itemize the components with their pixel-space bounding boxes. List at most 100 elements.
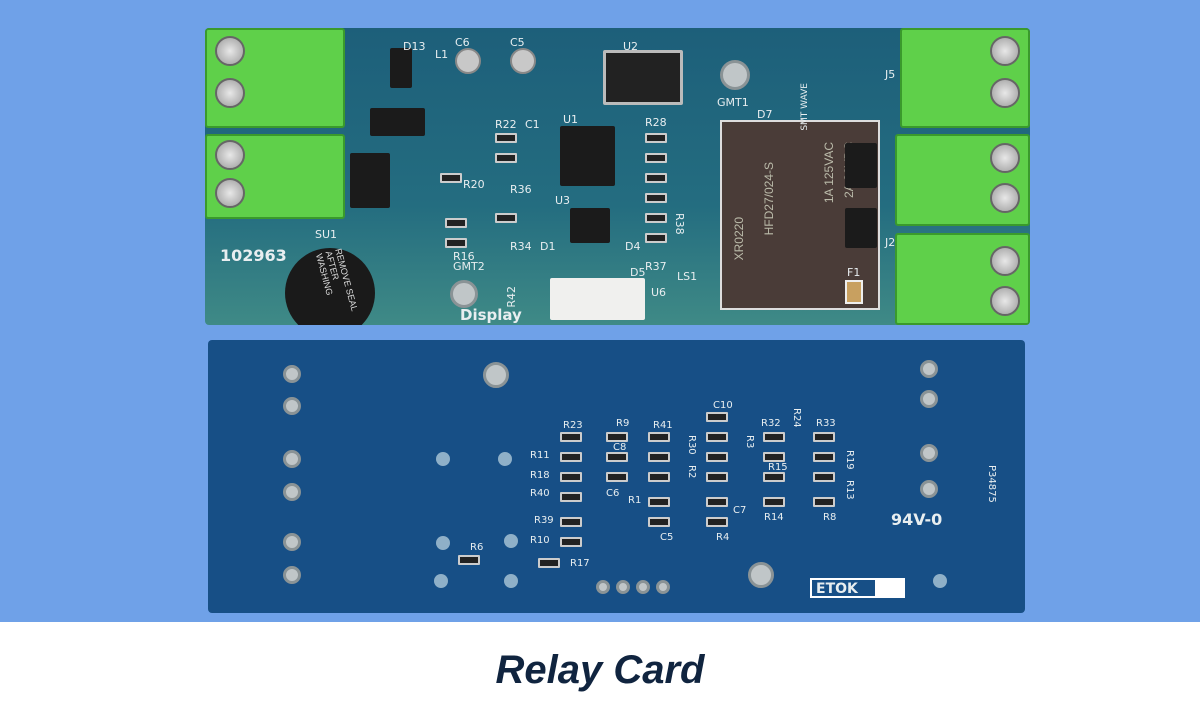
resistor <box>606 432 628 442</box>
display-label: Display <box>460 306 522 324</box>
ref-label: R10 <box>530 535 550 546</box>
ref-label: U6 <box>651 286 667 299</box>
solder-pad <box>920 444 938 462</box>
via <box>504 534 518 548</box>
mounting-hole <box>450 280 478 308</box>
solder-pad <box>283 566 301 584</box>
rating-label: 94V-0 <box>891 510 943 529</box>
resistor <box>706 517 728 527</box>
ref-label: R17 <box>570 558 590 569</box>
resistor <box>648 452 670 462</box>
ref-label: R42 <box>505 286 518 308</box>
ref-label: U2 <box>623 40 639 53</box>
capacitor <box>510 48 536 74</box>
screw-icon <box>990 286 1020 316</box>
ref-label: C7 <box>733 505 747 516</box>
screw-icon <box>215 78 245 108</box>
ref-label: R9 <box>616 418 630 429</box>
resistor <box>645 173 667 183</box>
solder-pad <box>283 365 301 383</box>
relay-code: XR0220 <box>732 217 746 261</box>
diode <box>350 153 390 208</box>
relay-model: HFD27/024-S <box>762 162 776 236</box>
brand-box: ETOK <box>810 578 905 598</box>
solder-pad <box>636 580 650 594</box>
ref-label: C6 <box>455 36 470 49</box>
resistor <box>445 218 467 228</box>
solder-pad <box>283 450 301 468</box>
ref-label: R36 <box>510 183 532 196</box>
solder-pad <box>920 360 938 378</box>
diode-d8 <box>845 208 877 248</box>
label-block <box>875 580 903 596</box>
board-code: P34875 <box>986 465 997 503</box>
resistor <box>706 432 728 442</box>
capacitor <box>606 472 628 482</box>
diode <box>370 108 425 136</box>
diode <box>390 48 412 88</box>
via <box>434 574 448 588</box>
ref-label: R14 <box>764 512 784 523</box>
resistor <box>813 472 835 482</box>
ref-label: D7 <box>757 108 773 121</box>
ref-label: R34 <box>510 240 532 253</box>
resistor <box>645 213 667 223</box>
ref-label: R40 <box>530 488 550 499</box>
capacitor <box>706 497 728 507</box>
ref-label: SU1 <box>315 228 338 241</box>
resistor <box>706 472 728 482</box>
resistor <box>813 432 835 442</box>
fuse <box>845 280 863 304</box>
mounting-hole <box>748 562 774 588</box>
resistor <box>645 133 667 143</box>
resistor <box>538 558 560 568</box>
resistor <box>560 537 582 547</box>
screw-icon <box>990 78 1020 108</box>
ref-label: R38 <box>673 213 686 235</box>
ref-label: R20 <box>463 178 485 191</box>
resistor <box>458 555 480 565</box>
resistor <box>763 432 785 442</box>
ref-label: R22 <box>495 118 517 131</box>
resistor <box>495 213 517 223</box>
resistor <box>648 497 670 507</box>
ref-label: R13 <box>844 480 855 500</box>
screw-icon <box>215 178 245 208</box>
capacitor <box>606 452 628 462</box>
ref-label: R18 <box>530 470 550 481</box>
solder-pad <box>656 580 670 594</box>
ref-label: R28 <box>645 116 667 129</box>
via <box>436 536 450 550</box>
ref-label: R4 <box>716 532 730 543</box>
gmt2-label: GMT2 <box>453 260 485 273</box>
resistor <box>648 432 670 442</box>
ref-label: R11 <box>530 450 550 461</box>
screw-icon <box>215 36 245 66</box>
ref-label: J2 <box>885 236 896 249</box>
resistor <box>560 432 582 442</box>
brand-label: ETOK <box>816 581 858 597</box>
smt-wave-label: SMT WAVE <box>800 83 810 131</box>
ref-label: C6 <box>606 488 620 499</box>
solder-pad <box>596 580 610 594</box>
ref-label: R15 <box>768 462 788 473</box>
resistor <box>495 133 517 143</box>
ref-label: R19 <box>844 450 855 470</box>
diode-d9 <box>845 143 877 188</box>
resistor <box>645 193 667 203</box>
display-connector <box>550 278 645 320</box>
screw-icon <box>990 143 1020 173</box>
resistor <box>560 452 582 462</box>
ref-label: C5 <box>510 36 525 49</box>
solder-pad <box>283 533 301 551</box>
resistor <box>763 452 785 462</box>
solder-pad <box>283 483 301 501</box>
ref-label: R24 <box>791 408 802 428</box>
ref-label: C5 <box>660 532 674 543</box>
buzzer-label: REMOVE SEAL AFTER WASHING <box>313 247 360 312</box>
ref-label: D4 <box>625 240 641 253</box>
resistor <box>763 472 785 482</box>
ic-u3 <box>570 208 610 243</box>
ref-label: F1 <box>847 266 861 279</box>
ref-label: C8 <box>613 442 627 453</box>
